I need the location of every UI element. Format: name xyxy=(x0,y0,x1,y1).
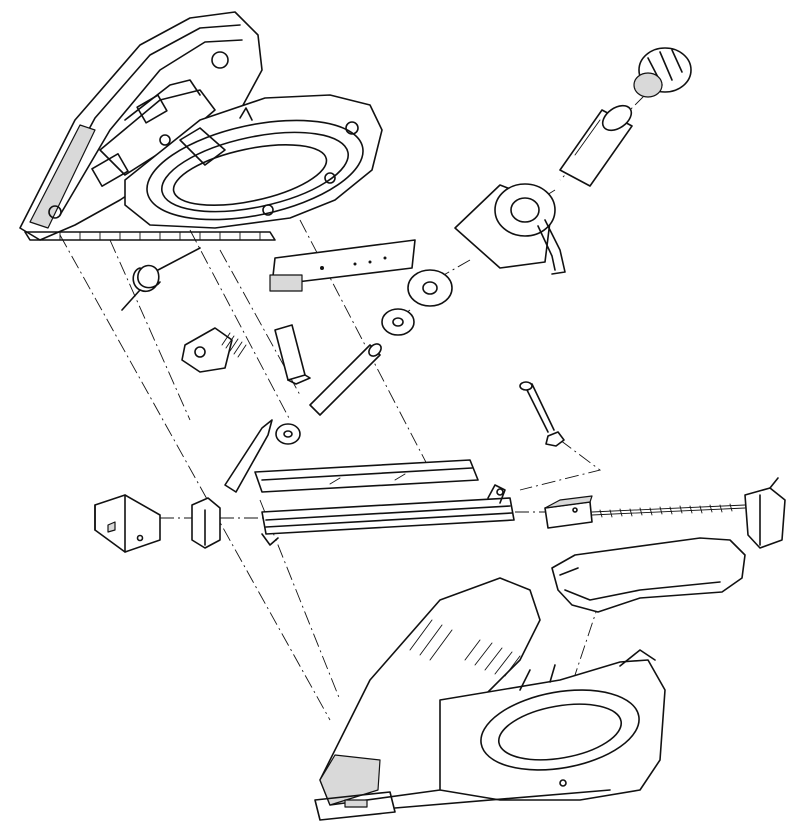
screw xyxy=(519,381,555,433)
plunger-sleeve xyxy=(559,104,633,187)
end-cap xyxy=(744,477,786,549)
pusher-block xyxy=(544,495,593,529)
solenoid-coil xyxy=(454,183,566,275)
washer-small xyxy=(381,308,415,336)
plunger-rod xyxy=(309,343,382,416)
nose-bracket xyxy=(94,494,161,553)
feed-spring xyxy=(591,503,746,518)
washer-large xyxy=(407,269,453,307)
housing-right-half xyxy=(124,94,383,229)
slide-block xyxy=(274,324,311,385)
housing-left-half xyxy=(19,11,276,241)
front-cap xyxy=(633,47,692,98)
trigger-lever xyxy=(181,327,233,373)
handle-grip xyxy=(551,537,746,613)
magazine-channel xyxy=(261,484,515,546)
top-rail xyxy=(254,459,479,493)
compression-spring xyxy=(221,332,247,358)
clip xyxy=(191,497,221,549)
driver-blade xyxy=(224,419,301,493)
torsion-spring xyxy=(121,247,201,311)
mounting-plate xyxy=(269,239,416,292)
assembled-body xyxy=(314,577,666,821)
nut xyxy=(545,431,565,447)
